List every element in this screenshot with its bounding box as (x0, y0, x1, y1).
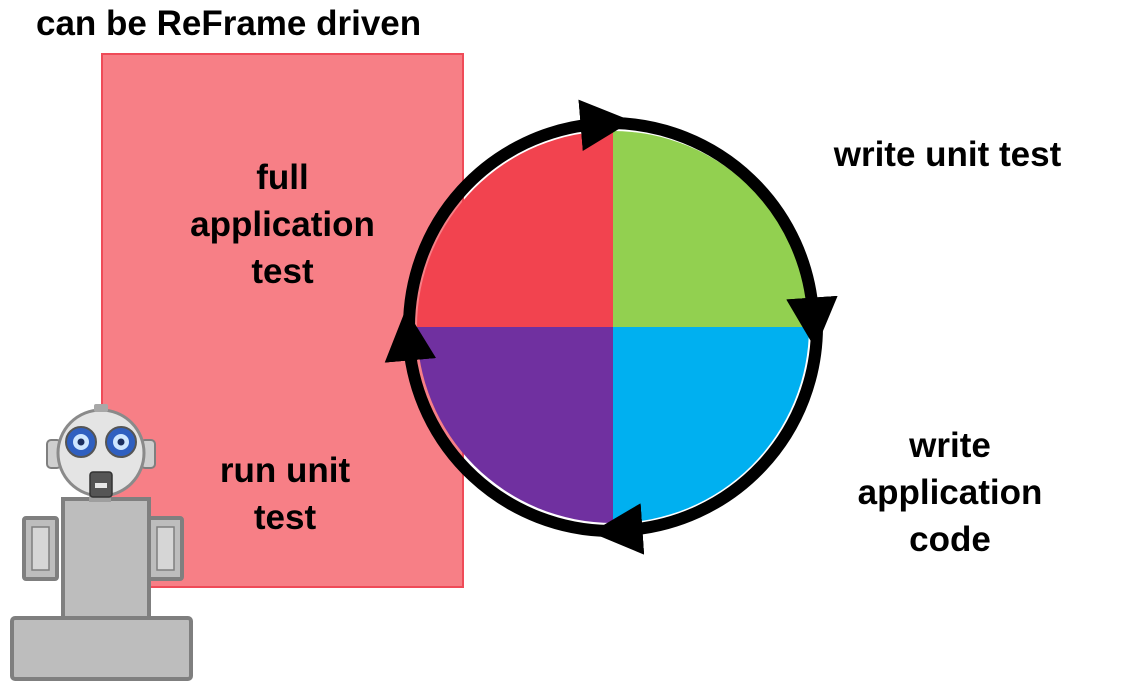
quadrant-write-unit-test (613, 131, 809, 327)
quadrant-run-unit-test (417, 327, 613, 523)
arrow-to-write-application-code (613, 117, 838, 350)
label-full-application-test: full application test (190, 158, 375, 291)
label-write-application-code: write application code (857, 426, 1043, 559)
robot-icon (10, 404, 193, 681)
quadrant-write-application-code (613, 327, 809, 523)
arrow-to-full-application-test (384, 309, 610, 537)
label-write-unit-test: write unit test (833, 135, 1062, 174)
arrow-to-run-unit-test (590, 326, 823, 555)
label-run-unit-test: run unit test (219, 451, 351, 537)
slide-title: can be ReFrame driven (36, 4, 422, 43)
arrow-to-write-unit-test (402, 99, 632, 331)
quadrant-full-application-test (417, 131, 613, 327)
